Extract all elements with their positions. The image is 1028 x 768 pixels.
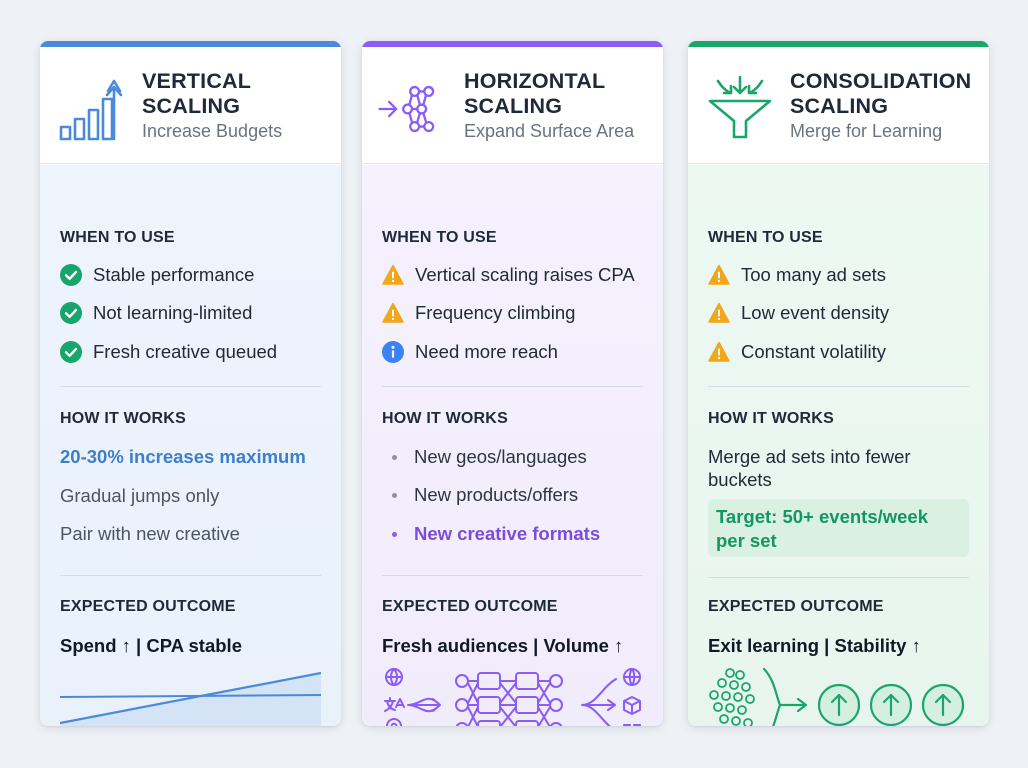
expected-outcome-heading: EXPECTED OUTCOME [60,598,236,615]
how-item-label: New geos/languages [414,446,587,467]
expected-outcome-text: Spend ↑ | CPA stable [60,635,242,656]
vertical-scaling-card: VERTICAL SCALING Increase Budgets WHEN T… [40,41,341,726]
card-subtitle: Expand Surface Area [464,121,635,141]
expected-outcome-heading: EXPECTED OUTCOME [708,598,884,615]
how-it-works-heading: HOW IT WORKS [382,410,508,427]
bullet-icon [392,492,397,498]
list-item: Vertical scaling raises CPA [382,262,635,288]
target-callout-line: per set [716,530,777,551]
divider [60,575,321,576]
card-header: VERTICAL SCALING Increase Budgets [40,47,341,164]
bullet-icon [392,454,397,460]
list-item-label: Not learning-limited [93,302,253,323]
list-item-label: Need more reach [415,341,558,362]
how-it-works-heading: HOW IT WORKS [60,410,186,427]
list-item: Not learning-limited [60,300,252,326]
list-item: Stable performance [60,262,254,288]
list-item: Need more reach [382,339,558,365]
language-icon [384,697,405,712]
target-callout: Target: 50+ events/week per set [708,499,969,557]
how-text-line: buckets [708,469,772,490]
warning-icon [708,264,730,285]
list-item-label: Frequency climbing [415,302,576,323]
divider [708,577,969,578]
how-item: New products/offers [392,482,578,508]
horizontal-scaling-card: HORIZONTAL SCALING Expand Surface Area W… [362,41,663,726]
check-circle-icon [60,264,82,286]
location-pin-icon [386,718,402,726]
card-header: HORIZONTAL SCALING Expand Surface Area [362,47,663,164]
when-to-use-heading: WHEN TO USE [708,229,823,246]
expand-network-icon [378,85,435,133]
card-title: CONSOLIDATION SCALING [790,69,972,118]
how-item-highlight: New creative formats [392,521,600,547]
consolidation-illustration [709,667,965,726]
cube-icon [623,696,641,715]
expected-outcome-text: Fresh audiences | Volume ↑ [382,635,624,656]
globe-icon [385,668,403,686]
divider [708,386,969,387]
list-item-label: Fresh creative queued [93,341,278,362]
list-item: Frequency climbing [382,300,575,326]
how-item: Gradual jumps only [60,485,220,506]
target-callout-line: Target: 50+ events/week [716,506,929,527]
funnel-merge-icon [708,75,772,139]
card-body: WHEN TO USE Vertical scaling raises CPA … [362,165,663,726]
list-item-label: Too many ad sets [741,264,886,285]
list-item: Fresh creative queued [60,339,277,365]
grid-icon [623,724,641,726]
bullet-icon [392,531,397,537]
divider [60,386,321,387]
expected-outcome-text: Exit learning | Stability ↑ [708,635,921,656]
how-item-label: New products/offers [414,484,579,505]
when-to-use-heading: WHEN TO USE [60,229,175,246]
how-item-label: New creative formats [414,523,601,544]
card-title: HORIZONTAL SCALING [464,69,605,118]
bar-chart-growth-icon [59,79,123,141]
list-item-label: Stable performance [93,264,255,285]
how-it-works-heading: HOW IT WORKS [708,410,834,427]
card-subtitle: Increase Budgets [142,121,283,141]
card-subtitle: Merge for Learning [790,121,943,141]
warning-icon [382,302,404,323]
card-accent-bar [40,41,341,47]
check-circle-icon [60,341,82,363]
card-header: CONSOLIDATION SCALING Merge for Learning [688,47,989,164]
check-circle-icon [60,302,82,324]
card-title: VERTICAL SCALING [142,69,251,118]
how-item-highlight: 20-30% increases maximum [60,446,306,467]
card-body: WHEN TO USE Too many ad sets Low event d… [688,165,989,726]
expected-outcome-heading: EXPECTED OUTCOME [382,598,558,615]
spend-vs-cpa-illustration [60,671,321,726]
divider [382,386,643,387]
warning-icon [382,264,404,285]
when-to-use-heading: WHEN TO USE [382,229,497,246]
card-body: WHEN TO USE Stable performance Not learn… [40,165,341,726]
info-icon [382,341,404,363]
list-item-label: Low event density [741,302,890,323]
list-item-label: Constant volatility [741,341,886,362]
card-accent-bar [688,41,989,47]
how-item: Pair with new creative [60,523,240,544]
how-text-line: Merge ad sets into fewer [708,446,911,467]
consolidation-scaling-card: CONSOLIDATION SCALING Merge for Learning… [688,41,989,726]
list-item: Low event density [708,300,889,326]
divider [382,575,643,576]
network-expansion-illustration [384,668,641,726]
list-item: Constant volatility [708,339,886,365]
warning-icon [708,341,730,362]
card-accent-bar [362,41,663,47]
list-item-label: Vertical scaling raises CPA [415,264,635,285]
list-item: Too many ad sets [708,262,886,288]
how-item: New geos/languages [392,444,587,470]
web-icon [623,668,641,686]
warning-icon [708,302,730,323]
